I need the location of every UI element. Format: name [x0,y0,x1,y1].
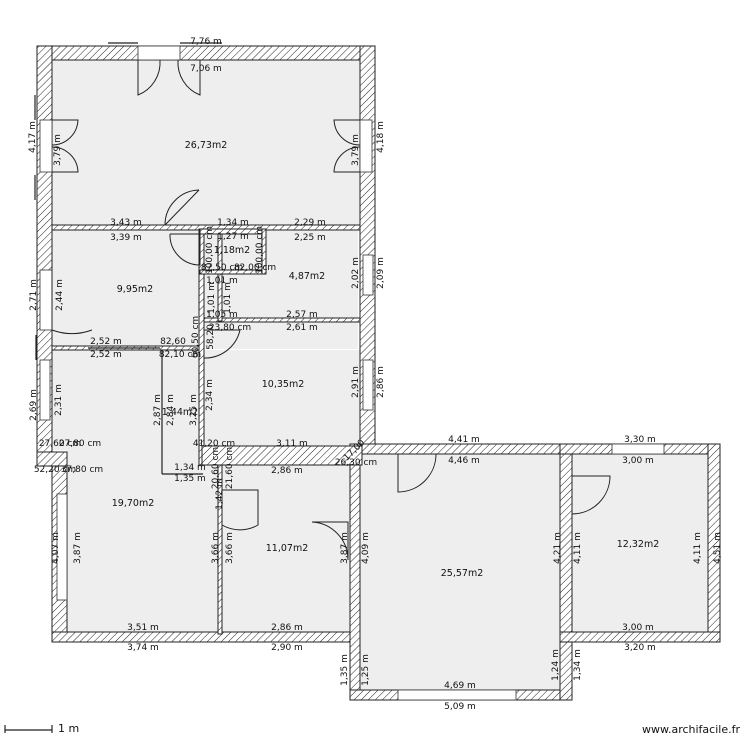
dim-label: 3,79 m [53,134,63,166]
windows [34,42,665,701]
dim-label: 3,74 m [127,643,159,653]
dim-label: 1,42 m [215,478,225,510]
room-label-far: 12,32m2 [617,539,660,550]
dim-label: 1,05 m [206,310,238,320]
dim-label: 37,80 cm [61,465,103,475]
dim-label: 3,11 m [276,439,308,449]
dim-label: 2,71 m [29,279,39,311]
dim-label: 87,50 cm [201,263,243,273]
dim-label: 2,52 m [90,337,122,347]
room-label-se: 25,57m2 [441,568,484,579]
room-label-bedroom-e: 4,87m2 [289,271,325,282]
scale-bar [4,725,53,733]
dim-label: 3,00 m [622,623,654,633]
dim-label: 4,09 m [361,532,371,564]
dim-label: 2,25 m [294,233,326,243]
dim-label: 2,31 m [54,384,64,416]
dim-label: 5,09 m [444,702,476,712]
dim-label: 52,20 cm [34,465,76,475]
dim-label: 4,46 m [448,456,480,466]
dim-label: 7,76 m [190,37,222,47]
room-label-closet: 1,44m2 [162,407,198,418]
room-label-sw: 19,70m2 [112,498,155,509]
dim-label: 1,24 m [551,649,561,681]
dim-label: 3,00 m [622,456,654,466]
dim-label: 23,80 cm [209,323,251,333]
dim-label: 1,35 m [174,474,206,484]
dim-label: 4,69 m [444,681,476,691]
dim-label: 82,60 [160,337,186,347]
dim-label: 3,87 m [73,532,83,564]
dim-label: 2,90 m [271,643,303,653]
dim-label: 2,61 m [286,323,318,333]
dim-label: 2,87 m [153,394,163,426]
dim-label: 3,66 m [211,532,221,564]
scale-label: 1 m [58,722,80,735]
floors [52,60,710,690]
dim-label: 21,60 cm [225,447,235,489]
dim-label: 1,01 m [207,282,217,314]
room-label-s: 11,07m2 [266,543,309,554]
dim-label: 1,35 m [340,654,350,686]
dim-label: 60,50 cm [191,316,201,358]
dim-label: 4,41 m [448,435,480,445]
dim-label: 3,30 m [624,435,656,445]
dim-label: 2,86 m [271,466,303,476]
dim-label: 100,00 cm [255,226,265,274]
dim-label: 2,09 m [376,257,386,289]
dim-label: 3,87 m [340,532,350,564]
dim-label: 100,00 cm [205,226,215,274]
dim-label: 2,86 m [376,366,386,398]
dim-label: 7,06 m [190,64,222,74]
dim-label: 20,60 cm [211,447,221,489]
dim-label: 1,27 m [217,232,249,242]
dim-label: 4,11 m [573,532,583,564]
dim-label: 27,60 cm [39,439,81,449]
dim-label: 1,34 m [174,463,206,473]
dim-label: 1,01 m [206,276,238,286]
dim-label: 3,20 m [624,643,656,653]
dim-label: 2,29 m [294,218,326,228]
dim-label: 3,39 m [110,233,142,243]
dim-label: 2,02 m [351,257,361,289]
dim-label: 3,43 m [110,218,142,228]
dim-label: 3,25 m [189,394,199,426]
dim-label: 4,11 m [693,532,703,564]
dim-label: 4,17 m [28,121,38,153]
dim-label: 3,51 m [127,623,159,633]
dim-label: 1,01 m [223,282,233,314]
room-label-bath: 1,18m2 [214,245,250,256]
dim-label: 4,18 m [376,121,386,153]
dim-label: 4,51 m [713,532,723,564]
dimension-labels-vertical: 4,17 m 3,79 m 3,79 m 4,18 m 100,00 cm 10… [28,121,723,686]
dim-label: 82,10 cm [159,350,201,360]
dim-label: 2,52 m [90,350,122,360]
dim-label: 82,00 cm [234,263,276,273]
doors [51,59,611,561]
dim-label: 2,69 m [29,389,39,421]
dim-label: 1,25 m [361,654,371,686]
dim-label: 2,57 m [286,310,318,320]
dim-label: 2,86 m [271,623,303,633]
room-label-mid: 10,35m2 [262,379,305,390]
room-labels: 26,73m2 9,95m2 1,18m2 4,87m2 10,35m2 1,4… [112,140,660,579]
dim-label: 3,66 m [225,532,235,564]
dim-label: 1,34 m [217,218,249,228]
dim-label: 26,30 cm [335,458,377,468]
room-label-living: 26,73m2 [185,140,228,151]
dim-label: 2,91 m [351,366,361,398]
dim-label: 3,79 m [351,134,361,166]
dim-label: 58,20 [206,324,216,350]
room-label-bedroom-w: 9,95m2 [117,284,153,295]
dim-label: 41,20 cm [193,439,235,449]
credit-link[interactable]: www.archifacile.fr [641,723,740,736]
dim-label: 27,80 cm [59,439,101,449]
dim-label: 2,34 m [205,379,215,411]
dim-label: 1,34 m [573,649,583,681]
dim-label: 4,07 m [51,532,61,564]
dim-label: 4,21 m [553,532,563,564]
dim-label: 2,44 m [55,279,65,311]
dim-label: 2,84 m [166,394,176,426]
